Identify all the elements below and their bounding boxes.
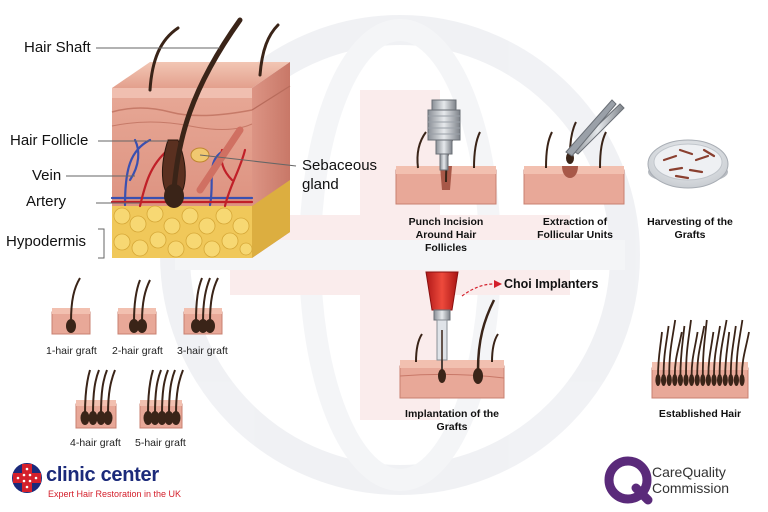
hair-strand xyxy=(696,325,706,377)
hair-strand xyxy=(657,331,663,377)
graft-label-2: 2-hair graft xyxy=(112,345,163,357)
step-label-extraction-line1: Extraction of xyxy=(542,216,608,228)
step-extraction xyxy=(523,99,625,205)
hair-strand xyxy=(741,331,750,377)
hair-bulb xyxy=(733,374,740,386)
hair-bulb xyxy=(683,374,689,386)
label-hair-follicle: Hair Follicle xyxy=(10,132,89,149)
hair-strand xyxy=(673,331,683,377)
step-label-harvesting: Harvesting of the Grafts xyxy=(638,216,742,242)
cqc-line2: Commission xyxy=(652,480,730,496)
hair-bulb xyxy=(728,374,734,386)
label-artery: Artery xyxy=(26,193,67,210)
hair-strand xyxy=(724,331,731,377)
step-label-punch: Punch Incision Around Hair Follicles xyxy=(396,216,496,255)
hair-strand xyxy=(735,319,744,377)
step-label-harvesting-line2: Grafts xyxy=(674,229,706,241)
step-established-hair xyxy=(651,319,750,399)
hair-bulb xyxy=(722,374,728,386)
cqc-logo-mark xyxy=(604,456,653,505)
label-sebaceous-line1: Sebaceous xyxy=(302,157,378,174)
hair-strand xyxy=(701,319,708,377)
step-label-established: Established Hair xyxy=(658,408,742,420)
graft-3 xyxy=(183,277,223,335)
graft-2 xyxy=(117,279,157,335)
label-vein: Vein xyxy=(32,167,62,184)
hair-bulb xyxy=(677,374,684,386)
hair-strand xyxy=(679,325,686,377)
hair-bulb xyxy=(661,374,667,386)
label-sebaceous-line2: gland xyxy=(302,176,339,193)
step-label-implantation-line2: Grafts xyxy=(436,421,468,433)
leader-lines xyxy=(66,47,297,259)
hair-bulb xyxy=(689,374,695,386)
hair-bulb xyxy=(700,374,706,386)
graft-5 xyxy=(139,369,184,429)
hair-bulb xyxy=(739,374,745,386)
label-hypodermis: Hypodermis xyxy=(6,233,87,250)
hair-bulb xyxy=(705,374,712,386)
label-choi-implanters: Choi Implanters xyxy=(504,277,599,291)
hair-strand xyxy=(707,331,715,377)
graft-1 xyxy=(51,277,91,335)
clinic-center-logo-mark xyxy=(12,463,42,493)
hair-strand xyxy=(690,331,699,377)
hair-bulb xyxy=(666,374,672,386)
step-label-implantation-line1: Implantation of the xyxy=(405,408,499,420)
label-hair-shaft: Hair Shaft xyxy=(24,39,91,56)
step-implantation xyxy=(399,271,505,399)
clinic-center-tagline: Expert Hair Restoration in the UK xyxy=(48,489,182,499)
graft-4 xyxy=(75,369,117,429)
step-label-implantation: Implantation of the Grafts xyxy=(392,408,512,434)
step-punch-incision xyxy=(395,99,497,205)
graft-label-3: 3-hair graft xyxy=(177,345,228,357)
clinic-center-name: clinic center xyxy=(46,464,159,486)
hair-bulb xyxy=(655,374,661,386)
hair-strand xyxy=(718,319,728,377)
hair-bulb xyxy=(711,374,717,386)
step-label-punch-line1: Punch Incision xyxy=(408,216,484,228)
step-harvesting xyxy=(647,139,729,189)
cqc-line1: CareQuality xyxy=(652,464,726,480)
hair-bulb xyxy=(672,374,678,386)
skin-cross-section xyxy=(110,17,291,258)
step-label-harvesting-line1: Harvesting of the xyxy=(647,216,733,228)
hair-strand xyxy=(662,325,670,377)
hair-strand xyxy=(668,319,677,377)
step-label-extraction: Extraction of Follicular Units xyxy=(520,216,630,242)
hair-strand xyxy=(713,325,721,377)
graft-label-1: 1-hair graft xyxy=(46,345,97,357)
graft-label-4: 4-hair graft xyxy=(70,437,121,449)
hair-strand xyxy=(729,325,737,377)
step-label-punch-line2: Around Hair xyxy=(415,229,477,241)
hair-bulb xyxy=(694,374,700,386)
graft-label-5: 5-hair graft xyxy=(135,437,186,449)
graft-samples xyxy=(51,277,223,429)
step-label-extraction-line2: Follicular Units xyxy=(537,229,613,241)
step-label-punch-line3: Follicles xyxy=(424,242,467,254)
hair-strand xyxy=(685,319,692,377)
hair-bulb xyxy=(717,374,723,386)
